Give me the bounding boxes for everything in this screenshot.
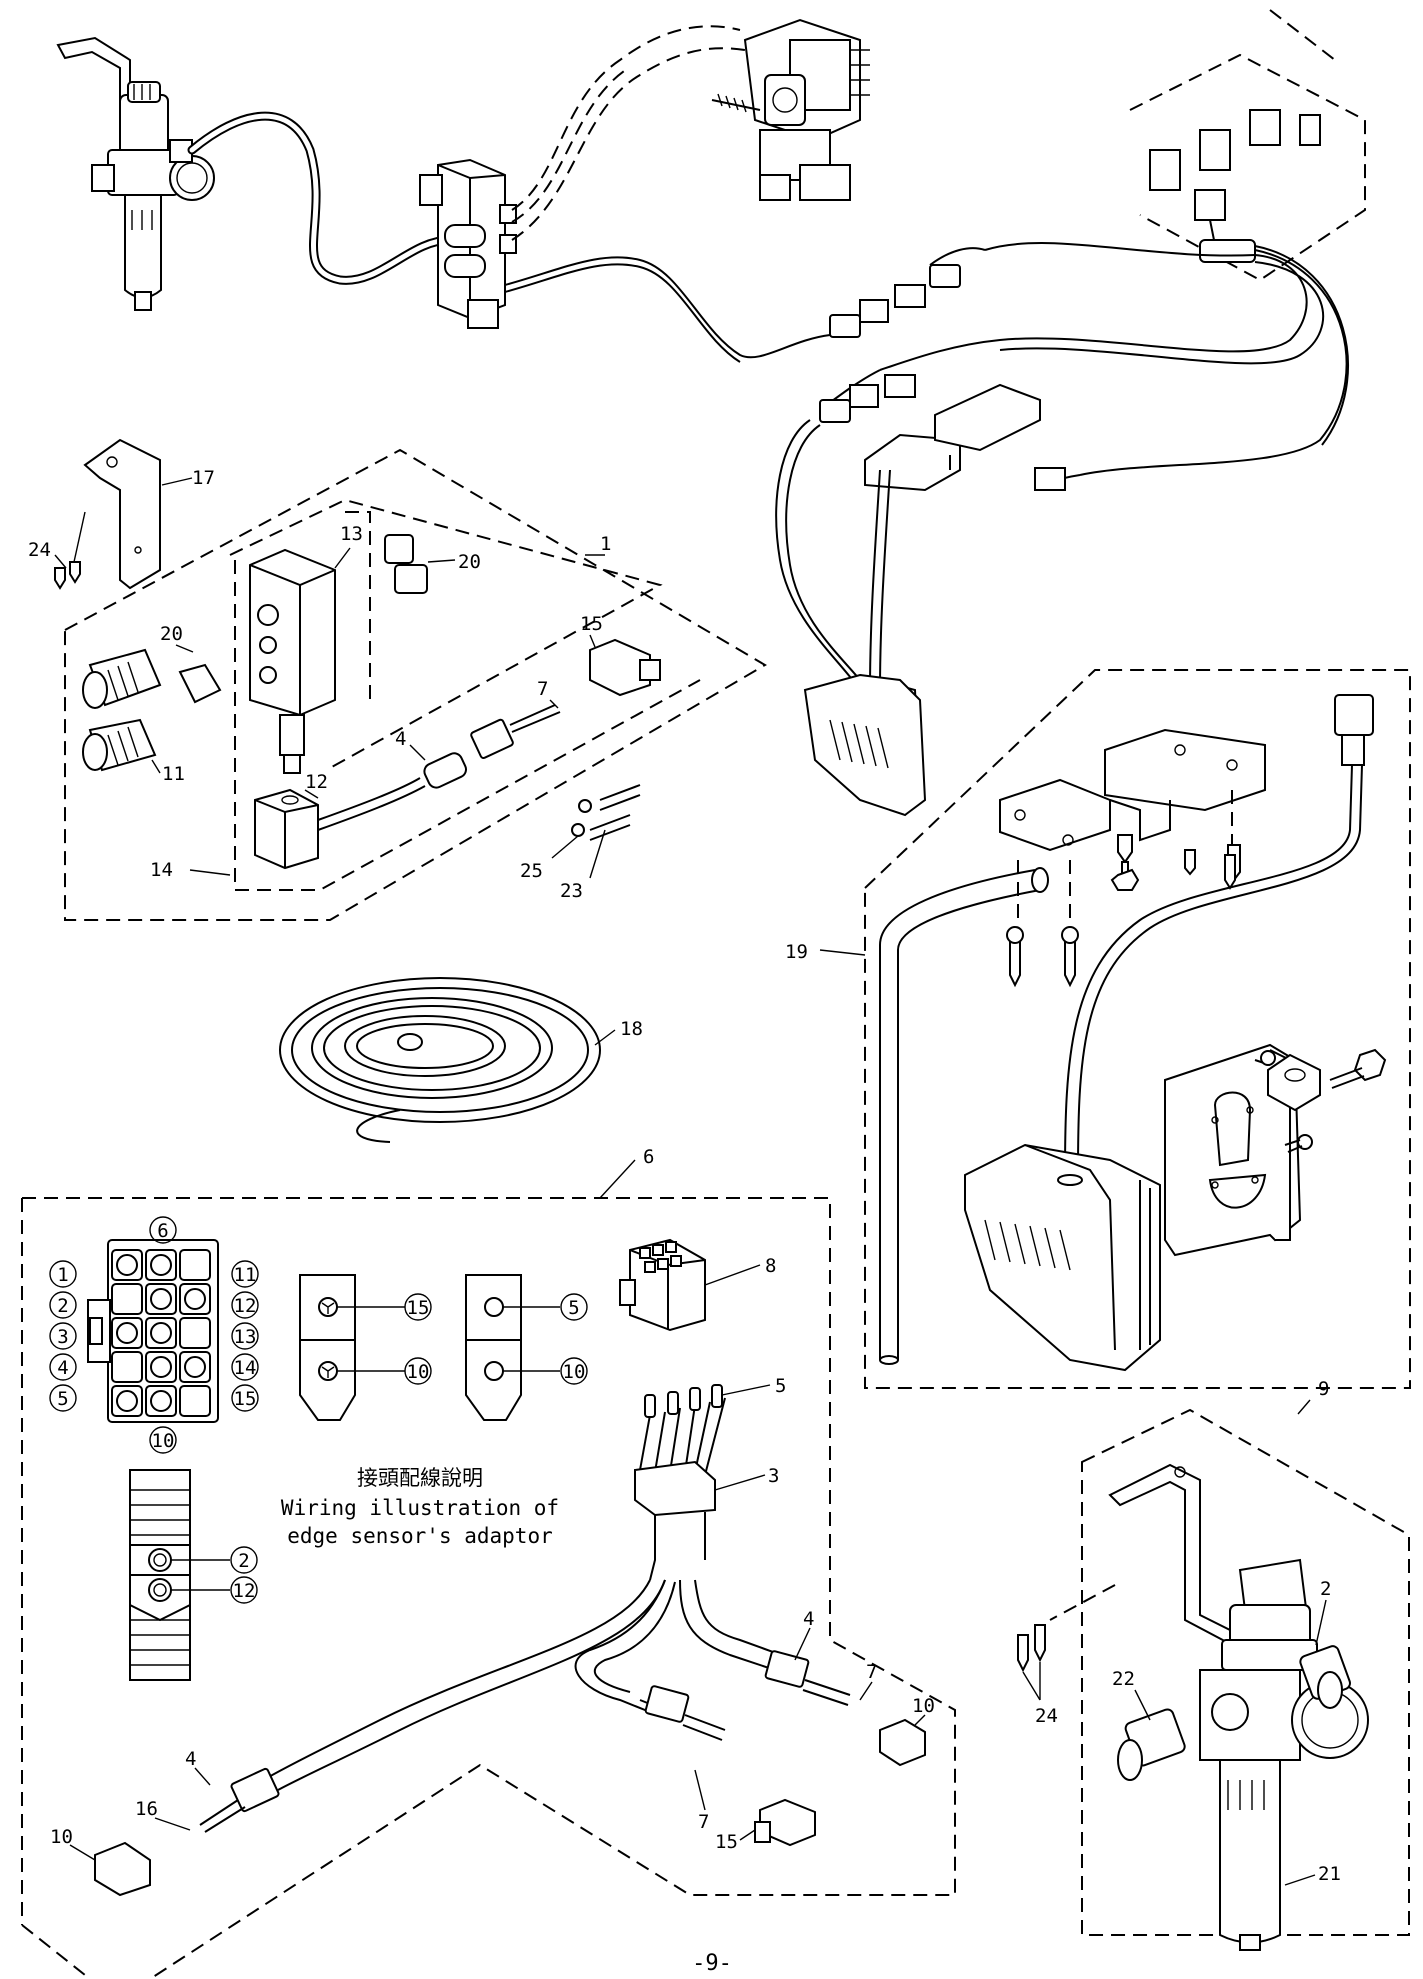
pin-5: 5 (57, 1388, 68, 1410)
callout-3: 3 (768, 1465, 779, 1487)
callout-24: 24 (28, 539, 51, 561)
callout-18: 18 (620, 1018, 643, 1040)
filter-regulator-kit (1017, 1399, 1410, 1951)
page-number: -9- (692, 1951, 732, 1976)
callout-25: 25 (520, 860, 543, 882)
socket-pin-15: 15 (407, 1297, 430, 1319)
connector-15pin (49, 1216, 259, 1454)
filter-regulator-top (56, 36, 215, 311)
blade-pin-2: 2 (238, 1550, 249, 1572)
callout-7-kit: 7 (537, 678, 548, 700)
callout-4-kit: 4 (395, 728, 406, 750)
harness-assembly (94, 1384, 926, 1897)
callout-13: 13 (340, 523, 363, 545)
blade-pin-12: 12 (233, 1580, 256, 1602)
caption-chinese: 接頭配線說明 (357, 1466, 483, 1490)
callout-23: 23 (560, 880, 583, 902)
pin-14: 14 (234, 1357, 257, 1379)
pin-15: 15 (234, 1388, 257, 1410)
pin-1: 1 (57, 1264, 68, 1286)
control-box-dashed (1129, 9, 1366, 282)
callout-7-lower: 7 (698, 1811, 709, 1833)
callout-15-lower: 15 (715, 1831, 738, 1853)
top-overview-assembly (56, 9, 1366, 817)
callout-8: 8 (765, 1255, 776, 1277)
callout-4-left: 4 (185, 1748, 196, 1770)
callout-12: 12 (305, 771, 328, 793)
pedal-overview (775, 383, 1041, 817)
callout-14: 14 (150, 859, 173, 881)
pin-11: 11 (234, 1264, 257, 1286)
callout-5: 5 (775, 1375, 786, 1397)
callout-10-right: 10 (912, 1695, 935, 1717)
pedal-kit (819, 669, 1411, 1389)
pin-3: 3 (57, 1326, 68, 1348)
sewing-head-mechanism (711, 18, 870, 201)
callout-24-lower: 24 (1035, 1705, 1058, 1727)
callout-9: 9 (1318, 1378, 1329, 1400)
socket-pin-10b: 10 (563, 1361, 586, 1383)
callout-2: 2 (1320, 1578, 1331, 1600)
callout-1: 1 (600, 533, 611, 555)
callout-20-lower: 20 (160, 623, 183, 645)
pin-10: 10 (152, 1430, 175, 1452)
caption-line-2: edge sensor's adaptor (287, 1524, 553, 1548)
socket-15-10 (299, 1274, 432, 1421)
solenoid-valve-top (419, 158, 517, 329)
connector-2-12 (129, 1469, 258, 1681)
callout-7-right: 7 (866, 1661, 877, 1683)
pin-13: 13 (234, 1326, 257, 1348)
callout-15-kit: 15 (580, 613, 603, 635)
callout-20-upper: 20 (458, 551, 481, 573)
pin-4: 4 (57, 1357, 68, 1379)
callout-16: 16 (135, 1798, 158, 1820)
callout-11: 11 (162, 763, 185, 785)
caption-line-1: Wiring illustration of (281, 1496, 559, 1520)
solenoid-valve-kit (54, 438, 767, 921)
callout-leaders (54, 477, 606, 879)
callout-10-left: 10 (50, 1826, 73, 1848)
socket-pin-10a: 10 (407, 1361, 430, 1383)
callout-4-right: 4 (803, 1608, 814, 1630)
callout-19: 19 (785, 941, 808, 963)
connector-housing-8 (619, 1238, 761, 1332)
pin-12: 12 (234, 1295, 257, 1317)
pin-2: 2 (57, 1295, 68, 1317)
callout-6: 6 (643, 1146, 654, 1168)
pin-6: 6 (157, 1220, 168, 1242)
callout-22: 22 (1112, 1668, 1135, 1690)
wiring-harness-kit (21, 1159, 956, 1979)
air-hose-coil (279, 977, 616, 1143)
callout-17: 17 (192, 467, 215, 489)
socket-5-10 (465, 1274, 588, 1421)
socket-pin-5: 5 (568, 1297, 579, 1319)
callout-21: 21 (1318, 1863, 1341, 1885)
